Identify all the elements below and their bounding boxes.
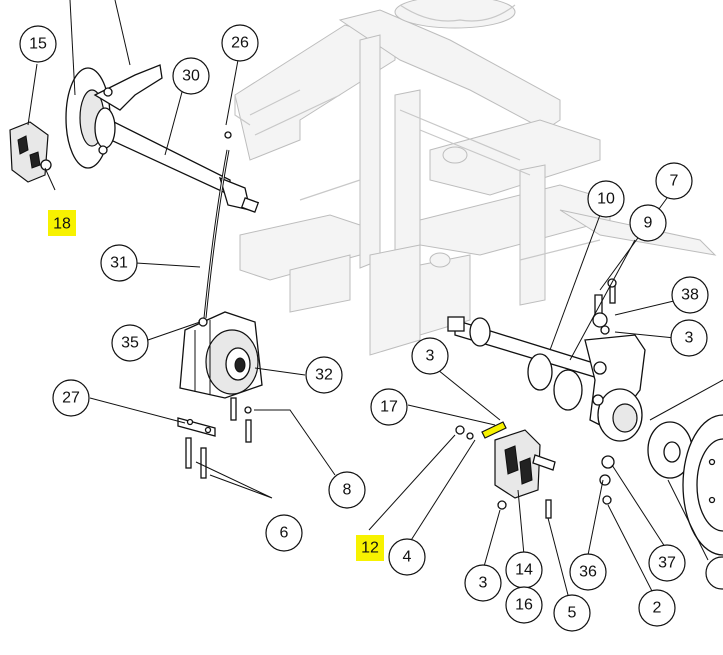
callout-31: 31 [100,244,138,282]
callout-label: 15 [29,36,47,53]
callout-12: 12 [356,535,384,561]
highlight-marker [356,535,384,561]
highlight-marker [48,210,76,236]
callout-37: 37 [648,544,686,582]
callout-15: 15 [19,25,57,63]
callout-8: 8 [328,471,366,509]
drive-cable [203,131,232,319]
callout-label: 36 [579,564,597,581]
callout-2: 2 [638,589,676,627]
callout-label: 2 [653,600,662,617]
callout-label: 14 [515,562,533,579]
callout-7: 7 [655,162,693,200]
callout-3-upper: 3 [411,337,449,375]
callout-27: 27 [52,379,90,417]
callout-label: 30 [182,68,200,85]
callout-label: 8 [343,482,352,499]
callout-label: 5 [568,605,577,622]
callout-label: 18 [53,216,71,233]
right-axle-assembly [447,278,646,442]
right-brake-caliper [455,421,615,519]
callout-18: 18 [48,210,76,236]
left-hub-assembly [65,64,260,213]
callout-16: 16 [505,586,543,624]
callout-36: 36 [569,553,607,591]
callout-label: 10 [597,191,615,208]
callout-label: 3 [685,330,694,347]
callout-32: 32 [305,356,343,394]
callout-label: 38 [681,287,699,304]
callout-label: 32 [315,367,333,384]
chassis-frame [234,0,717,356]
callout-label: 6 [280,525,289,542]
leader-lines [27,0,723,596]
callout-38: 38 [671,276,709,314]
callout-label: 9 [644,215,653,232]
callout-14: 14 [505,551,543,589]
callout-label: 37 [658,555,676,572]
callout-3-right: 3 [670,319,708,357]
callout-label: 35 [121,335,139,352]
callout-30: 30 [172,57,210,95]
callout-label: 3 [426,348,435,365]
callout-partial-right [705,556,723,590]
callout-label: 31 [110,255,128,272]
callout-26: 26 [221,24,259,62]
left-brake-caliper [9,121,56,191]
callout-3-lower: 3 [464,564,502,602]
callout-label: 12 [361,540,379,557]
right-rotor [647,414,723,556]
callout-label: 17 [380,399,398,416]
callout-35: 35 [111,324,149,362]
callout-label: 3 [479,575,488,592]
callout-label: 7 [670,173,679,190]
callout-6: 6 [265,514,303,552]
motor-gearbox [177,311,263,479]
callout-9: 9 [629,204,667,242]
callout-5: 5 [553,594,591,632]
callout-label: 4 [403,549,412,566]
callout-4: 4 [388,538,426,576]
callout-10: 10 [587,180,625,218]
callout-label: 26 [231,35,249,52]
callout-label: 27 [62,390,80,407]
callout-label: 16 [515,597,533,614]
callout-17: 17 [370,388,408,426]
